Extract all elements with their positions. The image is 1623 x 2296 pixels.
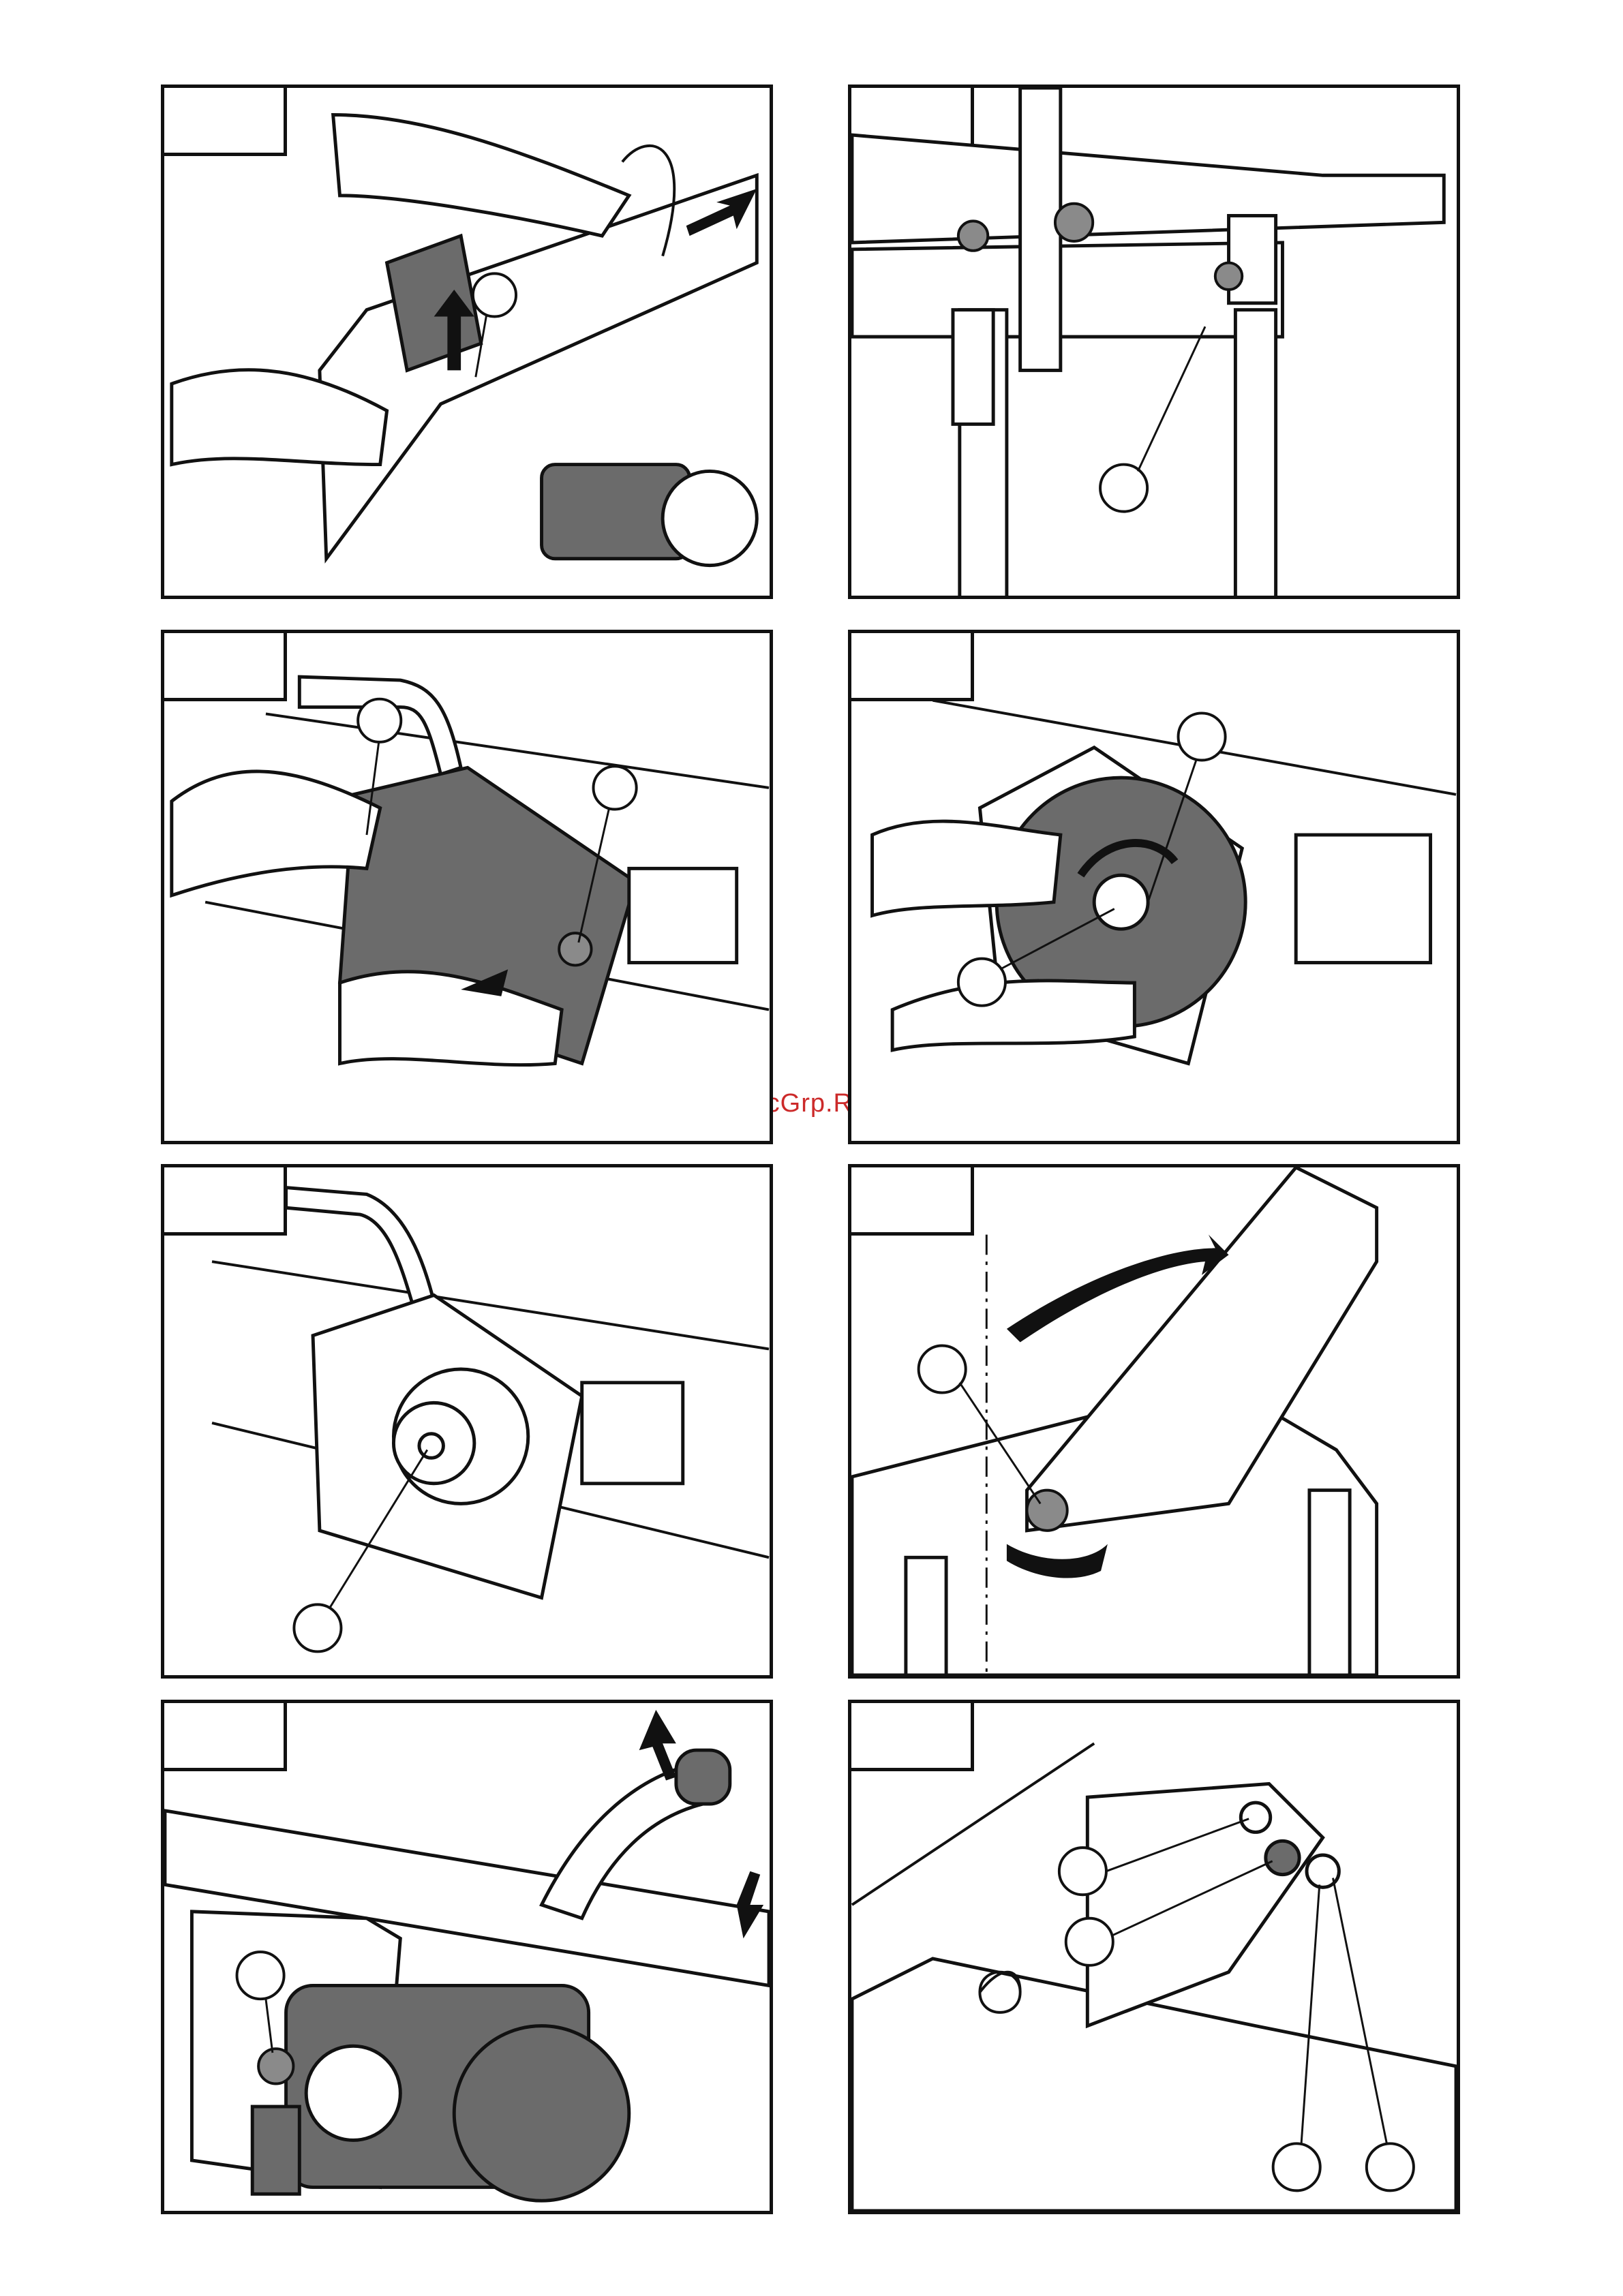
knob-icon (1027, 1490, 1067, 1531)
figure-panel-4 (848, 630, 1460, 1144)
switch-icon (252, 2107, 299, 2194)
table-frame-icon (852, 243, 1283, 337)
illustration-motor-switch (164, 1703, 770, 2211)
nut-icon (1241, 1803, 1270, 1832)
figure-panel-3 (161, 630, 773, 1144)
callout-circle (1059, 1848, 1106, 1895)
callout-circle (473, 273, 516, 316)
callout-circle (294, 1604, 341, 1651)
callout-circle (958, 959, 1005, 1006)
callout-circle (1367, 2143, 1414, 2190)
figure-panel-7 (161, 1700, 773, 2214)
knob-icon (258, 2049, 293, 2083)
callout-circle (358, 699, 401, 742)
knob-icon (559, 933, 591, 965)
flange-icon (1094, 875, 1148, 929)
illustration-bevel (851, 1167, 1457, 1675)
figure-panel-6 (848, 1164, 1460, 1679)
illustration-flange (164, 1167, 770, 1675)
illustration-belt-removal (164, 88, 770, 596)
illustration-spring-adjust (851, 1703, 1457, 2211)
callout-circle (237, 1952, 284, 1999)
callout-circle (1273, 2143, 1320, 2190)
hand-icon (892, 981, 1134, 1050)
hand-icon (873, 821, 1061, 915)
callout-circle (919, 1345, 966, 1392)
nut-icon (1266, 1841, 1299, 1874)
knob-icon (1055, 204, 1093, 241)
bolt-icon (1215, 263, 1242, 290)
callout-circle (594, 766, 637, 809)
callout-circle (1179, 713, 1226, 760)
illustration-blade-mount (851, 633, 1457, 1141)
callout-circle (1066, 1918, 1113, 1965)
figure-panel-2 (848, 85, 1460, 599)
illustration-blade-guard (164, 633, 770, 1141)
arrow-icon (639, 1710, 676, 1781)
figure-panel-8 (848, 1700, 1460, 2214)
hand-icon (333, 114, 629, 236)
figure-panel-1 (161, 85, 773, 599)
illustration-table-frame (851, 88, 1457, 596)
callout-circle (1100, 465, 1147, 512)
knob-icon (958, 221, 988, 250)
figure-panel-5 (161, 1164, 773, 1679)
